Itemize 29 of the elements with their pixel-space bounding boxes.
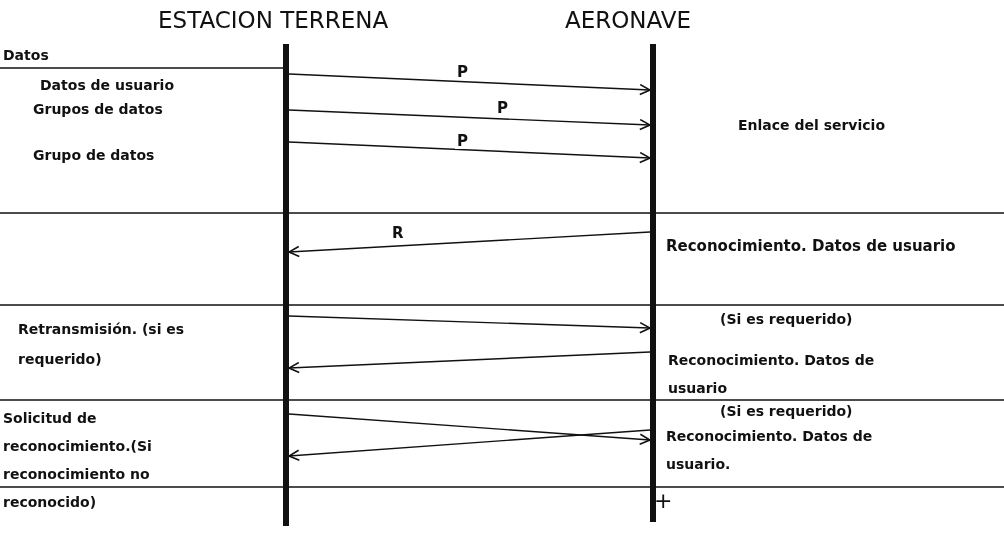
note-text: Datos (3, 46, 49, 64)
arrow (288, 315, 651, 334)
edge-label: P (455, 133, 470, 149)
note-text: Retransmisión. (si es requerido) (18, 320, 186, 369)
note-text: + (654, 488, 673, 514)
lifeline-bar (650, 44, 656, 522)
edge-label: P (455, 64, 470, 80)
note-text: (Si es requerido) (720, 310, 853, 328)
lifeline-heading: ESTACION TERRENA (158, 6, 389, 34)
edge-label: P (495, 100, 510, 116)
edge-label: R (390, 225, 406, 241)
note-text: (Si es requerido) (720, 402, 853, 420)
arrow (288, 231, 651, 258)
lifeline-heading: AERONAVE (565, 6, 692, 34)
arrow (288, 141, 651, 164)
arrow (288, 109, 651, 131)
note-text: Datos de usuario (40, 76, 174, 94)
note-text: Solicitud de reconocimiento.(Si reconocimiento no reconocido) (3, 409, 153, 512)
lifeline-bar (283, 44, 289, 526)
note-text: Reconocimiento. Datos de usuario (668, 351, 876, 398)
arrow (288, 413, 651, 446)
arrow (288, 429, 651, 462)
note-text: Grupo de datos (33, 146, 155, 164)
note-text: Reconocimiento. Datos de usuario (666, 236, 957, 257)
note-text: Reconocimiento. Datos de usuario. (666, 427, 874, 474)
arrow (288, 73, 651, 96)
note-text: Grupos de datos (33, 100, 163, 118)
arrow (288, 351, 651, 374)
note-text: Enlace del servicio (738, 116, 885, 134)
